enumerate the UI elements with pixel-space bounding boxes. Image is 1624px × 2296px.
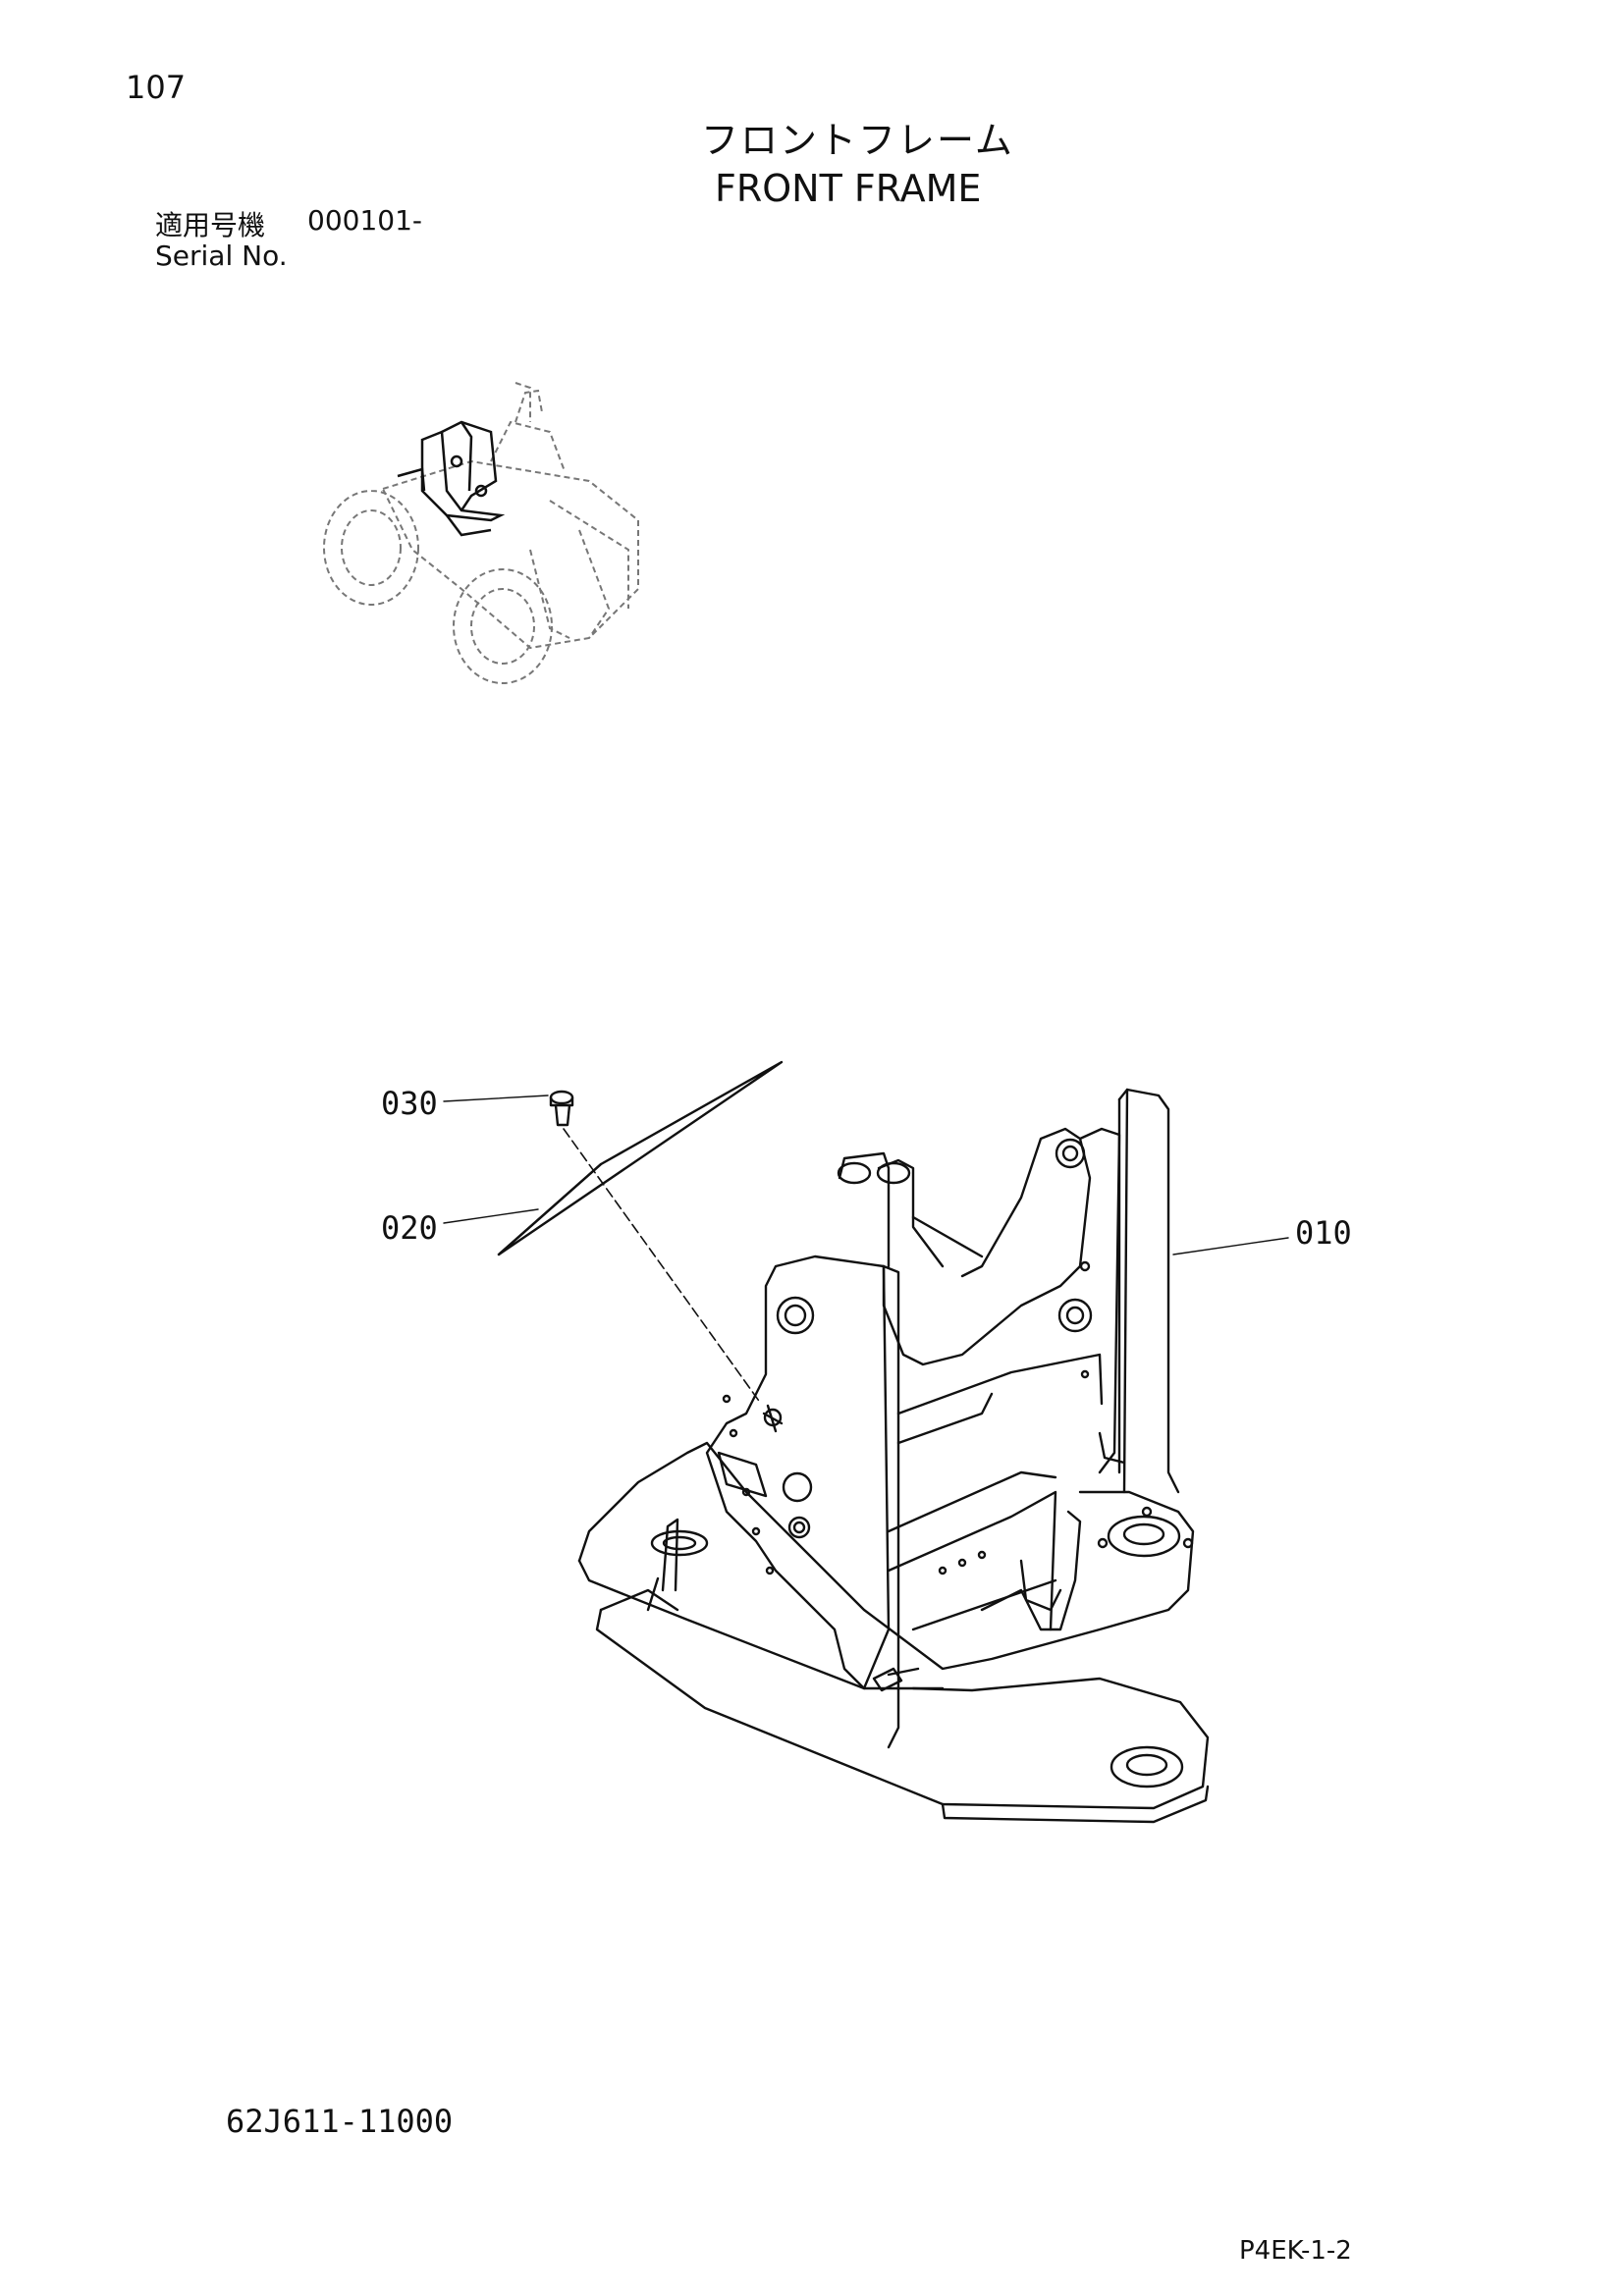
page-code: P4EK-1-2 [1239,2236,1352,2266]
page-number: 107 [126,69,187,106]
bolt-030 [549,1090,574,1127]
callout-010: 010 [1295,1214,1352,1252]
callout-020: 020 [381,1209,438,1247]
page-title-english: FRONT FRAME [715,167,982,210]
serial-label-english: Serial No. [155,240,288,272]
serial-number-from: 000101- [307,204,422,237]
serial-label-japanese: 適用号機 [155,209,266,241]
plate-020 [497,1060,784,1256]
part-number: 62J611-11000 [226,2103,454,2140]
callout-030: 030 [381,1085,438,1122]
page-title-japanese: フロントフレーム [701,119,1014,162]
